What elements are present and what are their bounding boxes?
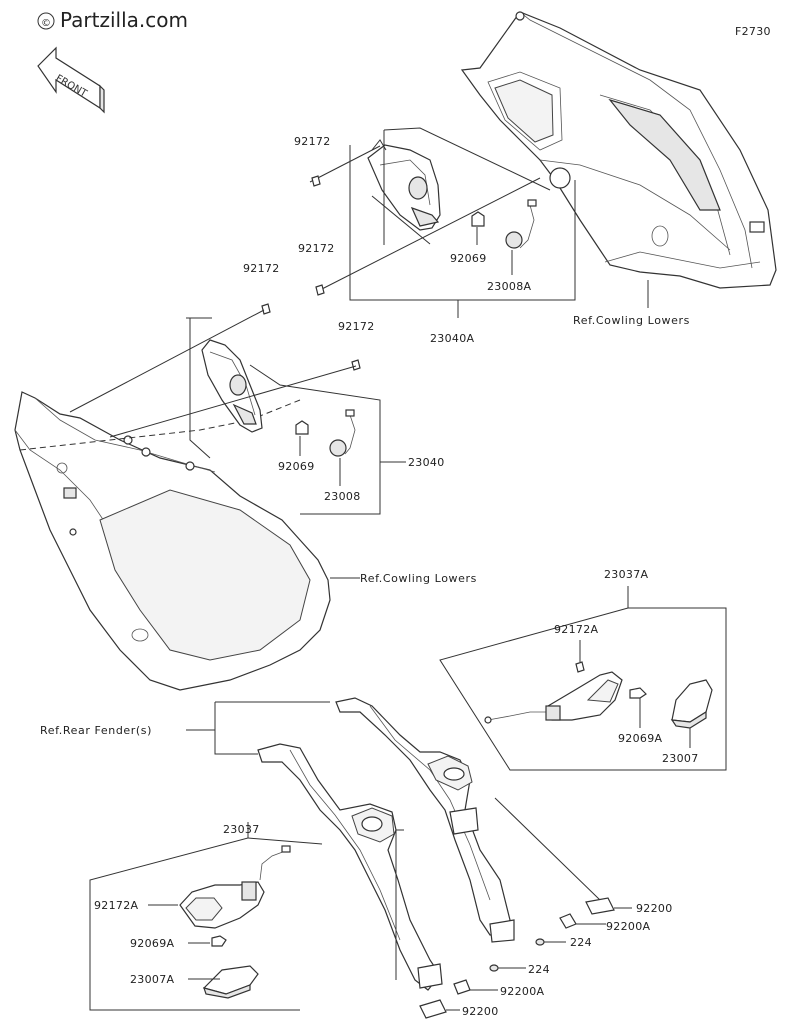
- socket-23008A: [505, 199, 537, 249]
- turn-signal-rear-right: [484, 671, 623, 724]
- bulb-92069A-a: [629, 687, 647, 699]
- screw-92172A-a: [575, 661, 585, 673]
- plate-92200-b: [419, 999, 447, 1019]
- socket-23008: [329, 409, 356, 457]
- callout-23040: 23040: [408, 456, 445, 469]
- callout-23008A: 23008A: [487, 280, 531, 293]
- brand-logo: © Partzilla.com: [37, 8, 188, 32]
- bolt-224-a: [535, 938, 545, 946]
- nut-92200A-a: [559, 913, 577, 929]
- copyright-symbol: ©: [41, 18, 51, 29]
- bulb-92069-lower: [295, 420, 309, 435]
- plate-92200-a: [585, 897, 615, 915]
- screw-92172-a: [311, 175, 321, 187]
- screw-92172-d: [351, 359, 361, 371]
- callout-92200-b: 92200: [462, 1005, 499, 1018]
- nut-92200A-b: [453, 979, 471, 995]
- lens-23007A: [202, 965, 259, 999]
- turn-signal-front-right: [201, 339, 263, 433]
- cowling-upper-right: [460, 11, 777, 289]
- callout-23037: 23037: [223, 823, 260, 836]
- callout-92069A-a: 92069A: [618, 732, 662, 745]
- callout-92069-b: 92069: [278, 460, 315, 473]
- ref-cowling-lowers-top: Ref.Cowling Lowers: [573, 314, 690, 327]
- screw-92172-c: [261, 303, 271, 315]
- turn-signal-front-left: [367, 139, 441, 231]
- callout-224-a: 224: [570, 936, 592, 949]
- callout-224-b: 224: [528, 963, 550, 976]
- brand-text: Partzilla.com: [60, 8, 188, 32]
- bolt-224-b: [489, 964, 499, 972]
- figure-code: F2730: [735, 25, 771, 38]
- callout-92200-a: 92200: [636, 902, 673, 915]
- callout-23007A: 23007A: [130, 973, 174, 986]
- rear-bracket-left: [257, 743, 443, 991]
- callout-23007: 23007: [662, 752, 699, 765]
- callout-92172-c: 92172: [243, 262, 280, 275]
- callout-92172-a: 92172: [294, 135, 331, 148]
- ref-cowling-lowers-left: Ref.Cowling Lowers: [360, 572, 477, 585]
- cowling-lower-left: [14, 391, 331, 691]
- callout-92200A-b: 92200A: [500, 985, 544, 998]
- turn-signal-rear-left: [179, 845, 291, 929]
- callout-92200A-a: 92200A: [606, 920, 650, 933]
- screw-92172-b: [315, 284, 325, 296]
- callout-92172-d: 92172: [338, 320, 375, 333]
- callout-92069-a: 92069: [450, 252, 487, 265]
- bulb-92069A-b: [211, 935, 227, 947]
- callout-23037A: 23037A: [604, 568, 648, 581]
- callout-23040A: 23040A: [430, 332, 474, 345]
- callout-92172A-a: 92172A: [554, 623, 598, 636]
- bulb-92069-upper: [471, 211, 485, 227]
- callout-92172A-b: 92172A: [94, 899, 138, 912]
- callout-92172-b: 92172: [298, 242, 335, 255]
- callout-23008: 23008: [324, 490, 361, 503]
- rear-bracket-right: [335, 697, 515, 943]
- ref-rear-fender: Ref.Rear Fender(s): [40, 724, 152, 737]
- front-arrow-icon: FRONT: [37, 46, 105, 114]
- callout-92069A-b: 92069A: [130, 937, 174, 950]
- lens-23007: [670, 679, 713, 729]
